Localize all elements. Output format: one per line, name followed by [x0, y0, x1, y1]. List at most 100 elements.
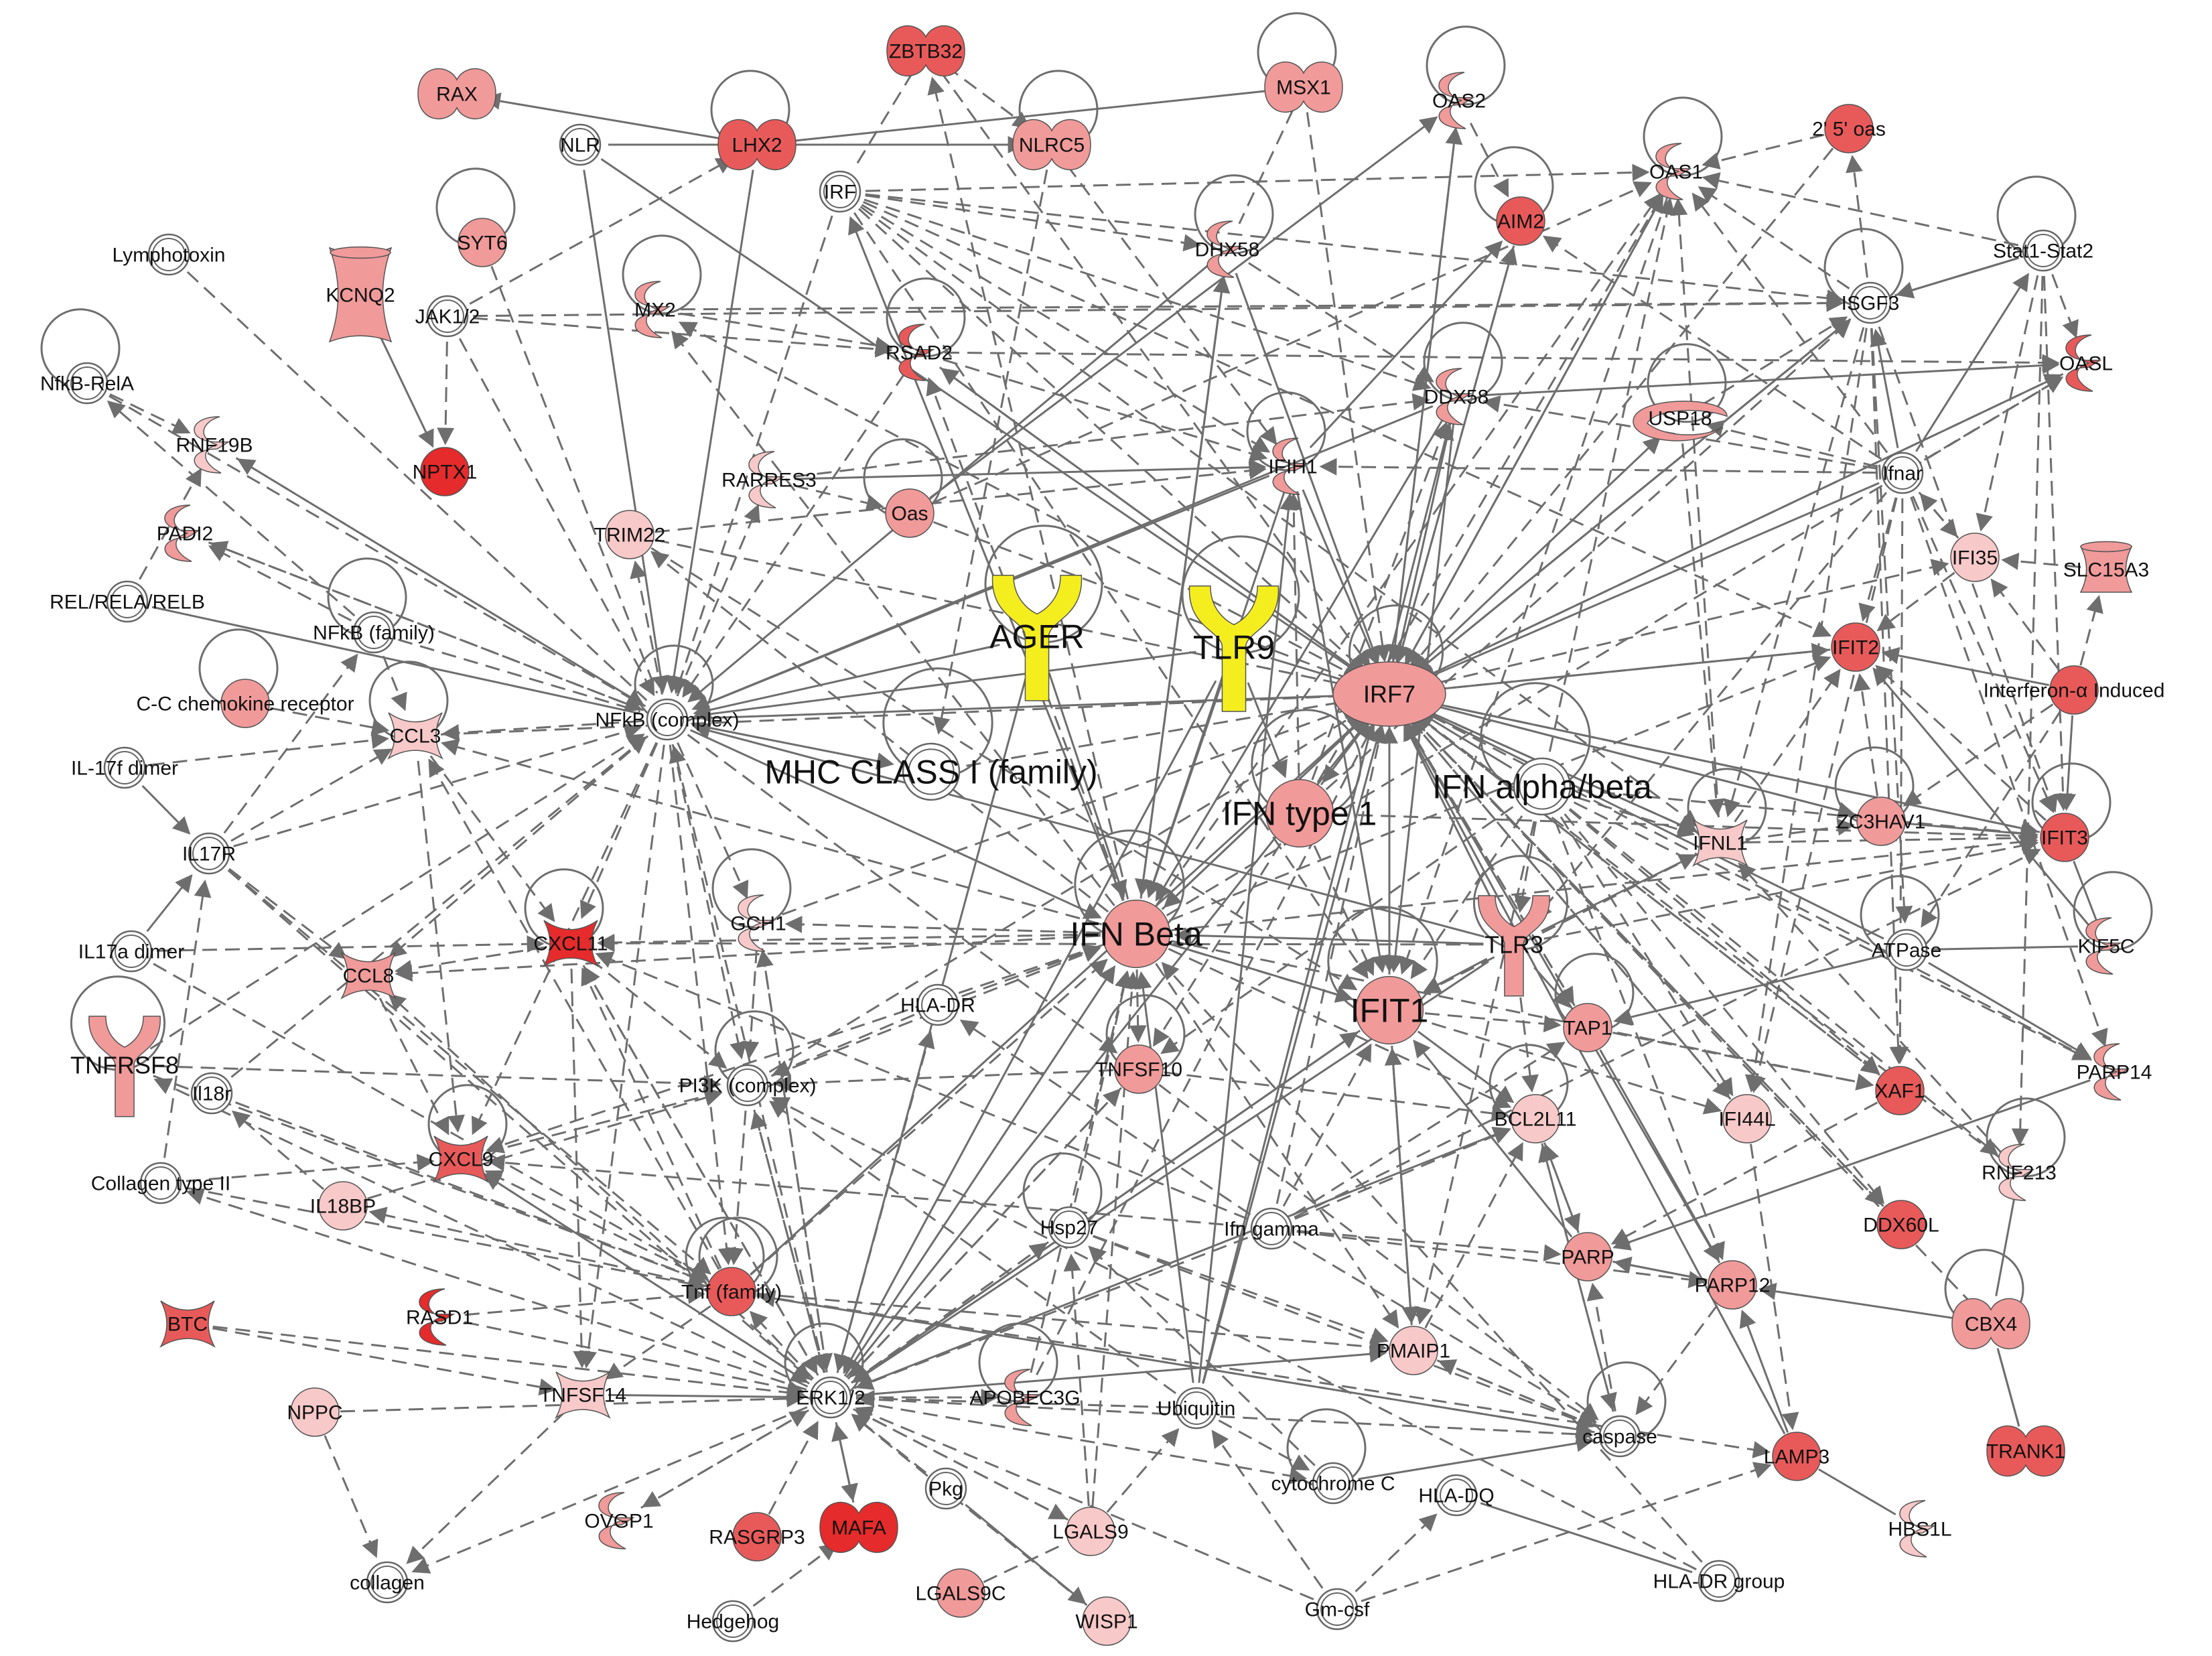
node-ovgp1[interactable]: OVGP1 [584, 1492, 654, 1549]
node-ccl3[interactable]: CCL3 [387, 712, 443, 760]
node-tnfsf14[interactable]: TNFSF14 [539, 1371, 626, 1420]
node-nfkb-complex[interactable]: NFkB (complex) [595, 698, 740, 741]
node-tnfrsf8[interactable]: TNFRSF8 [70, 1016, 179, 1117]
node-oas1[interactable]: OAS1 [1649, 143, 1703, 200]
node-oas2[interactable]: OAS2 [1432, 72, 1486, 129]
node-jak1-2[interactable]: JAK1/2 [415, 295, 480, 338]
node-nfkb-rela[interactable]: NfkB-RelA [40, 362, 134, 405]
node-ager[interactable]: AGER [989, 575, 1085, 701]
node-mafa[interactable]: MAFA [819, 1501, 898, 1554]
node-lymphotoxin[interactable]: Lymphotoxin [113, 233, 226, 276]
node-ifit2[interactable]: IFIT2 [1831, 622, 1880, 672]
node-ccl8[interactable]: CCL8 [340, 952, 397, 1000]
node-il17a-dimer[interactable]: IL17a dimer [78, 930, 184, 973]
node-isgf3[interactable]: ISGF3 [1842, 281, 1900, 324]
node-lhx2[interactable]: LHX2 [717, 119, 797, 171]
node-hedgehog[interactable]: Hedgehog [687, 1600, 779, 1643]
node-atpase[interactable]: ATPase [1872, 928, 1942, 971]
node-tlr9[interactable]: TLR9 [1188, 585, 1280, 712]
node-btc[interactable]: BTC [159, 1300, 216, 1349]
node-rax[interactable]: RAX [417, 68, 496, 120]
node-rel-rela-relb[interactable]: REL/RELA/RELB [50, 580, 205, 623]
node-pi3k-complex[interactable]: PI3K (complex) [679, 1064, 817, 1107]
node-trank1[interactable]: TRANK1 [1986, 1425, 2065, 1477]
node-kcnq2[interactable]: KCNQ2 [326, 246, 395, 343]
node-cxcl11[interactable]: CXCL11 [533, 920, 608, 968]
node-xaf1[interactable]: XAF1 [1874, 1066, 1925, 1115]
node-ubiquitin[interactable]: Ubiquitin [1158, 1387, 1236, 1430]
node-oasl[interactable]: OASL [2059, 334, 2113, 392]
node-pmaip1[interactable]: PMAIP1 [1377, 1326, 1450, 1375]
node-il17r[interactable]: IL17R [182, 832, 236, 875]
node-irf7[interactable]: IRF7 [1332, 661, 1446, 727]
node-ifn-type-1[interactable]: IFN type 1 [1223, 778, 1377, 848]
node-nlrc5[interactable]: NLRC5 [1012, 119, 1091, 171]
node-caspase[interactable]: caspase [1582, 1415, 1657, 1458]
node-ifn-alpha-beta[interactable]: IFN alpha/beta [1432, 757, 1652, 816]
node-stat1-stat2[interactable]: Stat1-Stat2 [1993, 229, 2093, 272]
node-il-17f-dimer[interactable]: IL-17f dimer [71, 746, 178, 789]
node-tnf-family[interactable]: Tnf (family) [681, 1267, 782, 1316]
node-ifnar[interactable]: Ifnar [1881, 452, 1924, 494]
node-cytochrome-c[interactable]: cytochrome C [1271, 1462, 1395, 1505]
node-cbx4[interactable]: CBX4 [1951, 1298, 2030, 1350]
node-trim22[interactable]: TRIM22 [594, 510, 666, 559]
node-ifnl1[interactable]: IFNL1 [1692, 819, 1748, 868]
node-ifn-beta[interactable]: IFN Beta [1070, 899, 1202, 969]
node-rasd1[interactable]: RASD1 [406, 1288, 473, 1346]
node-lgals9c[interactable]: LGALS9C [915, 1568, 1006, 1618]
node-bcl2l11[interactable]: BCL2L11 [1495, 1094, 1577, 1144]
node-gch1[interactable]: GCH1 [730, 894, 786, 952]
node-zbtb32[interactable]: ZBTB32 [886, 25, 965, 77]
node-rarres3[interactable]: RARRES3 [721, 451, 817, 508]
node-ifi35[interactable]: IFI35 [1950, 533, 2000, 582]
node-nptx1[interactable]: NPTX1 [413, 447, 478, 496]
node-hbs1l[interactable]: HBS1L [1888, 1500, 1952, 1558]
node-c-c-chemokine-receptor[interactable]: C-C chemokine receptor [136, 679, 354, 728]
node-slc15a3[interactable]: SLC15A3 [2063, 541, 2149, 593]
node-gm-csf[interactable]: Gm-csf [1305, 1588, 1370, 1631]
node-kif5c[interactable]: KIF5C [2077, 917, 2135, 975]
node-aim2[interactable]: AIM2 [1496, 196, 1545, 246]
node-pkg[interactable]: Pkg [924, 1467, 967, 1510]
node-2-5-oas[interactable]: 2' 5' oas [1812, 104, 1886, 153]
node-hla-dr[interactable]: HLA-DR [900, 983, 975, 1026]
node-mx2[interactable]: MX2 [634, 281, 676, 338]
node-ddx60l[interactable]: DDX60L [1863, 1200, 1939, 1249]
node-nlr[interactable]: NLR [559, 123, 602, 166]
node-il18bp[interactable]: IL18BP [310, 1181, 376, 1231]
node-ifih1[interactable]: IFIH1 [1268, 437, 1318, 495]
node-padi2[interactable]: PADI2 [157, 504, 213, 562]
node-lamp3[interactable]: LAMP3 [1764, 1432, 1829, 1481]
node-cxcl9[interactable]: CXCL9 [429, 1135, 494, 1184]
node-dhx58[interactable]: DHX58 [1195, 220, 1260, 278]
node-collagen-type-ii[interactable]: Collagen type II [91, 1162, 230, 1204]
node-rnf213[interactable]: RNF213 [1982, 1144, 2057, 1201]
node-parp14[interactable]: PARP14 [2077, 1043, 2152, 1101]
node-irf[interactable]: IRF [819, 170, 861, 213]
node-nppc[interactable]: NPPC [287, 1387, 343, 1437]
node-ifi44l[interactable]: IFI44L [1718, 1094, 1776, 1144]
node-ddx58[interactable]: DDX58 [1424, 368, 1489, 425]
node-ifit3[interactable]: IFIT3 [2040, 813, 2089, 862]
node-wisp1[interactable]: WISP1 [1075, 1596, 1138, 1646]
node-erk1-2[interactable]: ERK1/2 [796, 1376, 866, 1419]
node-zc3hav1[interactable]: ZC3HAV1 [1837, 797, 1926, 846]
node-rasgrp3[interactable]: RASGRP3 [709, 1512, 805, 1562]
node-mhc-class-i[interactable]: MHC CLASS I (family) [764, 742, 1098, 801]
node-ifit1[interactable]: IFIT1 [1351, 975, 1429, 1045]
node-hla-dr-group[interactable]: HLA-DR group [1653, 1560, 1785, 1602]
node-usp18[interactable]: USP18 [1633, 401, 1728, 441]
node-hsp27[interactable]: Hsp27 [1040, 1206, 1099, 1249]
node-ifn-gamma[interactable]: Ifn gamma [1224, 1207, 1319, 1250]
node-nfkb-family[interactable]: NFkB (family) [313, 611, 435, 654]
node-parp[interactable]: PARP [1561, 1232, 1614, 1282]
node-oas[interactable]: Oas [885, 488, 935, 538]
node-interferon-a-induced[interactable]: Interferon-α Induced [1984, 665, 2165, 715]
node-apobec3g[interactable]: APOBEC3G [969, 1369, 1081, 1426]
node-hla-dq[interactable]: HLA-DQ [1418, 1474, 1495, 1517]
node-rsad2[interactable]: RSAD2 [886, 324, 953, 381]
node-il18r[interactable]: Il18r [190, 1072, 233, 1115]
node-parp12[interactable]: PARP12 [1695, 1260, 1771, 1310]
node-tnfsf10[interactable]: TNFSF10 [1095, 1044, 1182, 1094]
